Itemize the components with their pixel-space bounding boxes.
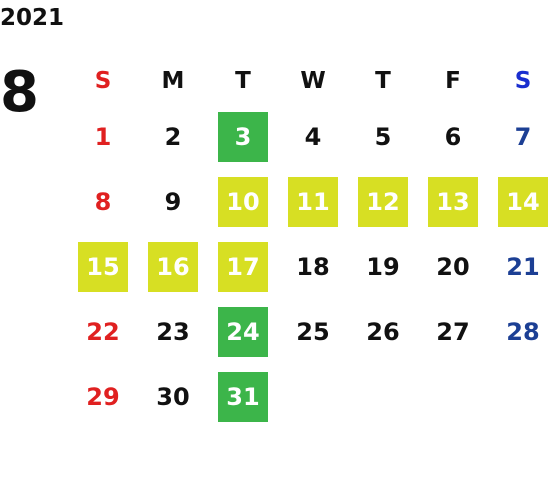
day-cell[interactable]: 29 [68,364,138,429]
day-number: 28 [506,317,540,346]
weekday-header-wed: W [300,68,326,94]
day-number: 11 [288,176,338,227]
day-number: 4 [304,122,322,151]
day-number: 3 [218,111,268,162]
day-cell[interactable]: 14 [488,169,548,234]
weekday-header-sat: S [514,68,532,94]
day-number: 17 [218,241,268,292]
day-number: 24 [218,306,268,357]
day-number: 18 [296,252,330,281]
day-cell[interactable]: 31 [208,364,278,429]
day-cell[interactable]: 18 [278,234,348,299]
weekday-header-fri: F [445,68,461,94]
day-number: 16 [148,241,198,292]
day-number: 9 [164,187,182,216]
day-cell[interactable]: 7 [488,104,548,169]
day-cell[interactable]: 5 [348,104,418,169]
day-cell[interactable]: 16 [138,234,208,299]
day-number: 8 [94,187,112,216]
day-number: 19 [366,252,400,281]
day-number: 13 [428,176,478,227]
day-cell[interactable]: 19 [348,234,418,299]
day-cell[interactable]: 2 [138,104,208,169]
day-number: 2 [164,122,182,151]
day-number: 25 [296,317,330,346]
day-cell[interactable]: 1 [68,104,138,169]
day-cell[interactable]: 3 [208,104,278,169]
day-number: 27 [436,317,470,346]
day-cell[interactable]: 28 [488,299,548,364]
day-cell[interactable]: 23 [138,299,208,364]
day-number: 20 [436,252,470,281]
day-cell[interactable]: 13 [418,169,488,234]
day-cell[interactable]: 15 [68,234,138,299]
day-cell[interactable]: 26 [348,299,418,364]
day-cell[interactable]: 11 [278,169,348,234]
day-cell[interactable]: 27 [418,299,488,364]
day-cell[interactable]: 9 [138,169,208,234]
day-cell[interactable]: 17 [208,234,278,299]
day-cell[interactable]: 6 [418,104,488,169]
day-number: 14 [498,176,548,227]
day-cell[interactable]: 8 [68,169,138,234]
weekday-header-thu: T [375,68,391,94]
day-number: 5 [374,122,392,151]
day-number: 12 [358,176,408,227]
day-cell[interactable]: 24 [208,299,278,364]
day-cell[interactable]: 12 [348,169,418,234]
weekday-header-tue: T [235,68,251,94]
day-number: 22 [86,317,120,346]
day-cell[interactable]: 10 [208,169,278,234]
day-cell[interactable]: 30 [138,364,208,429]
weekday-header-sun: S [94,68,112,94]
day-cell[interactable]: 22 [68,299,138,364]
day-number: 31 [218,371,268,422]
day-number: 15 [78,241,128,292]
day-cell[interactable]: 21 [488,234,548,299]
day-number: 30 [156,382,190,411]
day-cell[interactable]: 4 [278,104,348,169]
day-number: 21 [506,252,540,281]
day-number: 7 [514,122,532,151]
day-number: 1 [94,122,112,151]
day-number: 26 [366,317,400,346]
day-number: 23 [156,317,190,346]
month-label: 8 [0,60,39,125]
weekday-header-mon: M [161,68,185,94]
day-cell[interactable]: 20 [418,234,488,299]
year-label: 2021 [0,5,65,31]
day-number: 10 [218,176,268,227]
day-cell[interactable]: 25 [278,299,348,364]
day-number: 29 [86,382,120,411]
day-number: 6 [444,122,462,151]
